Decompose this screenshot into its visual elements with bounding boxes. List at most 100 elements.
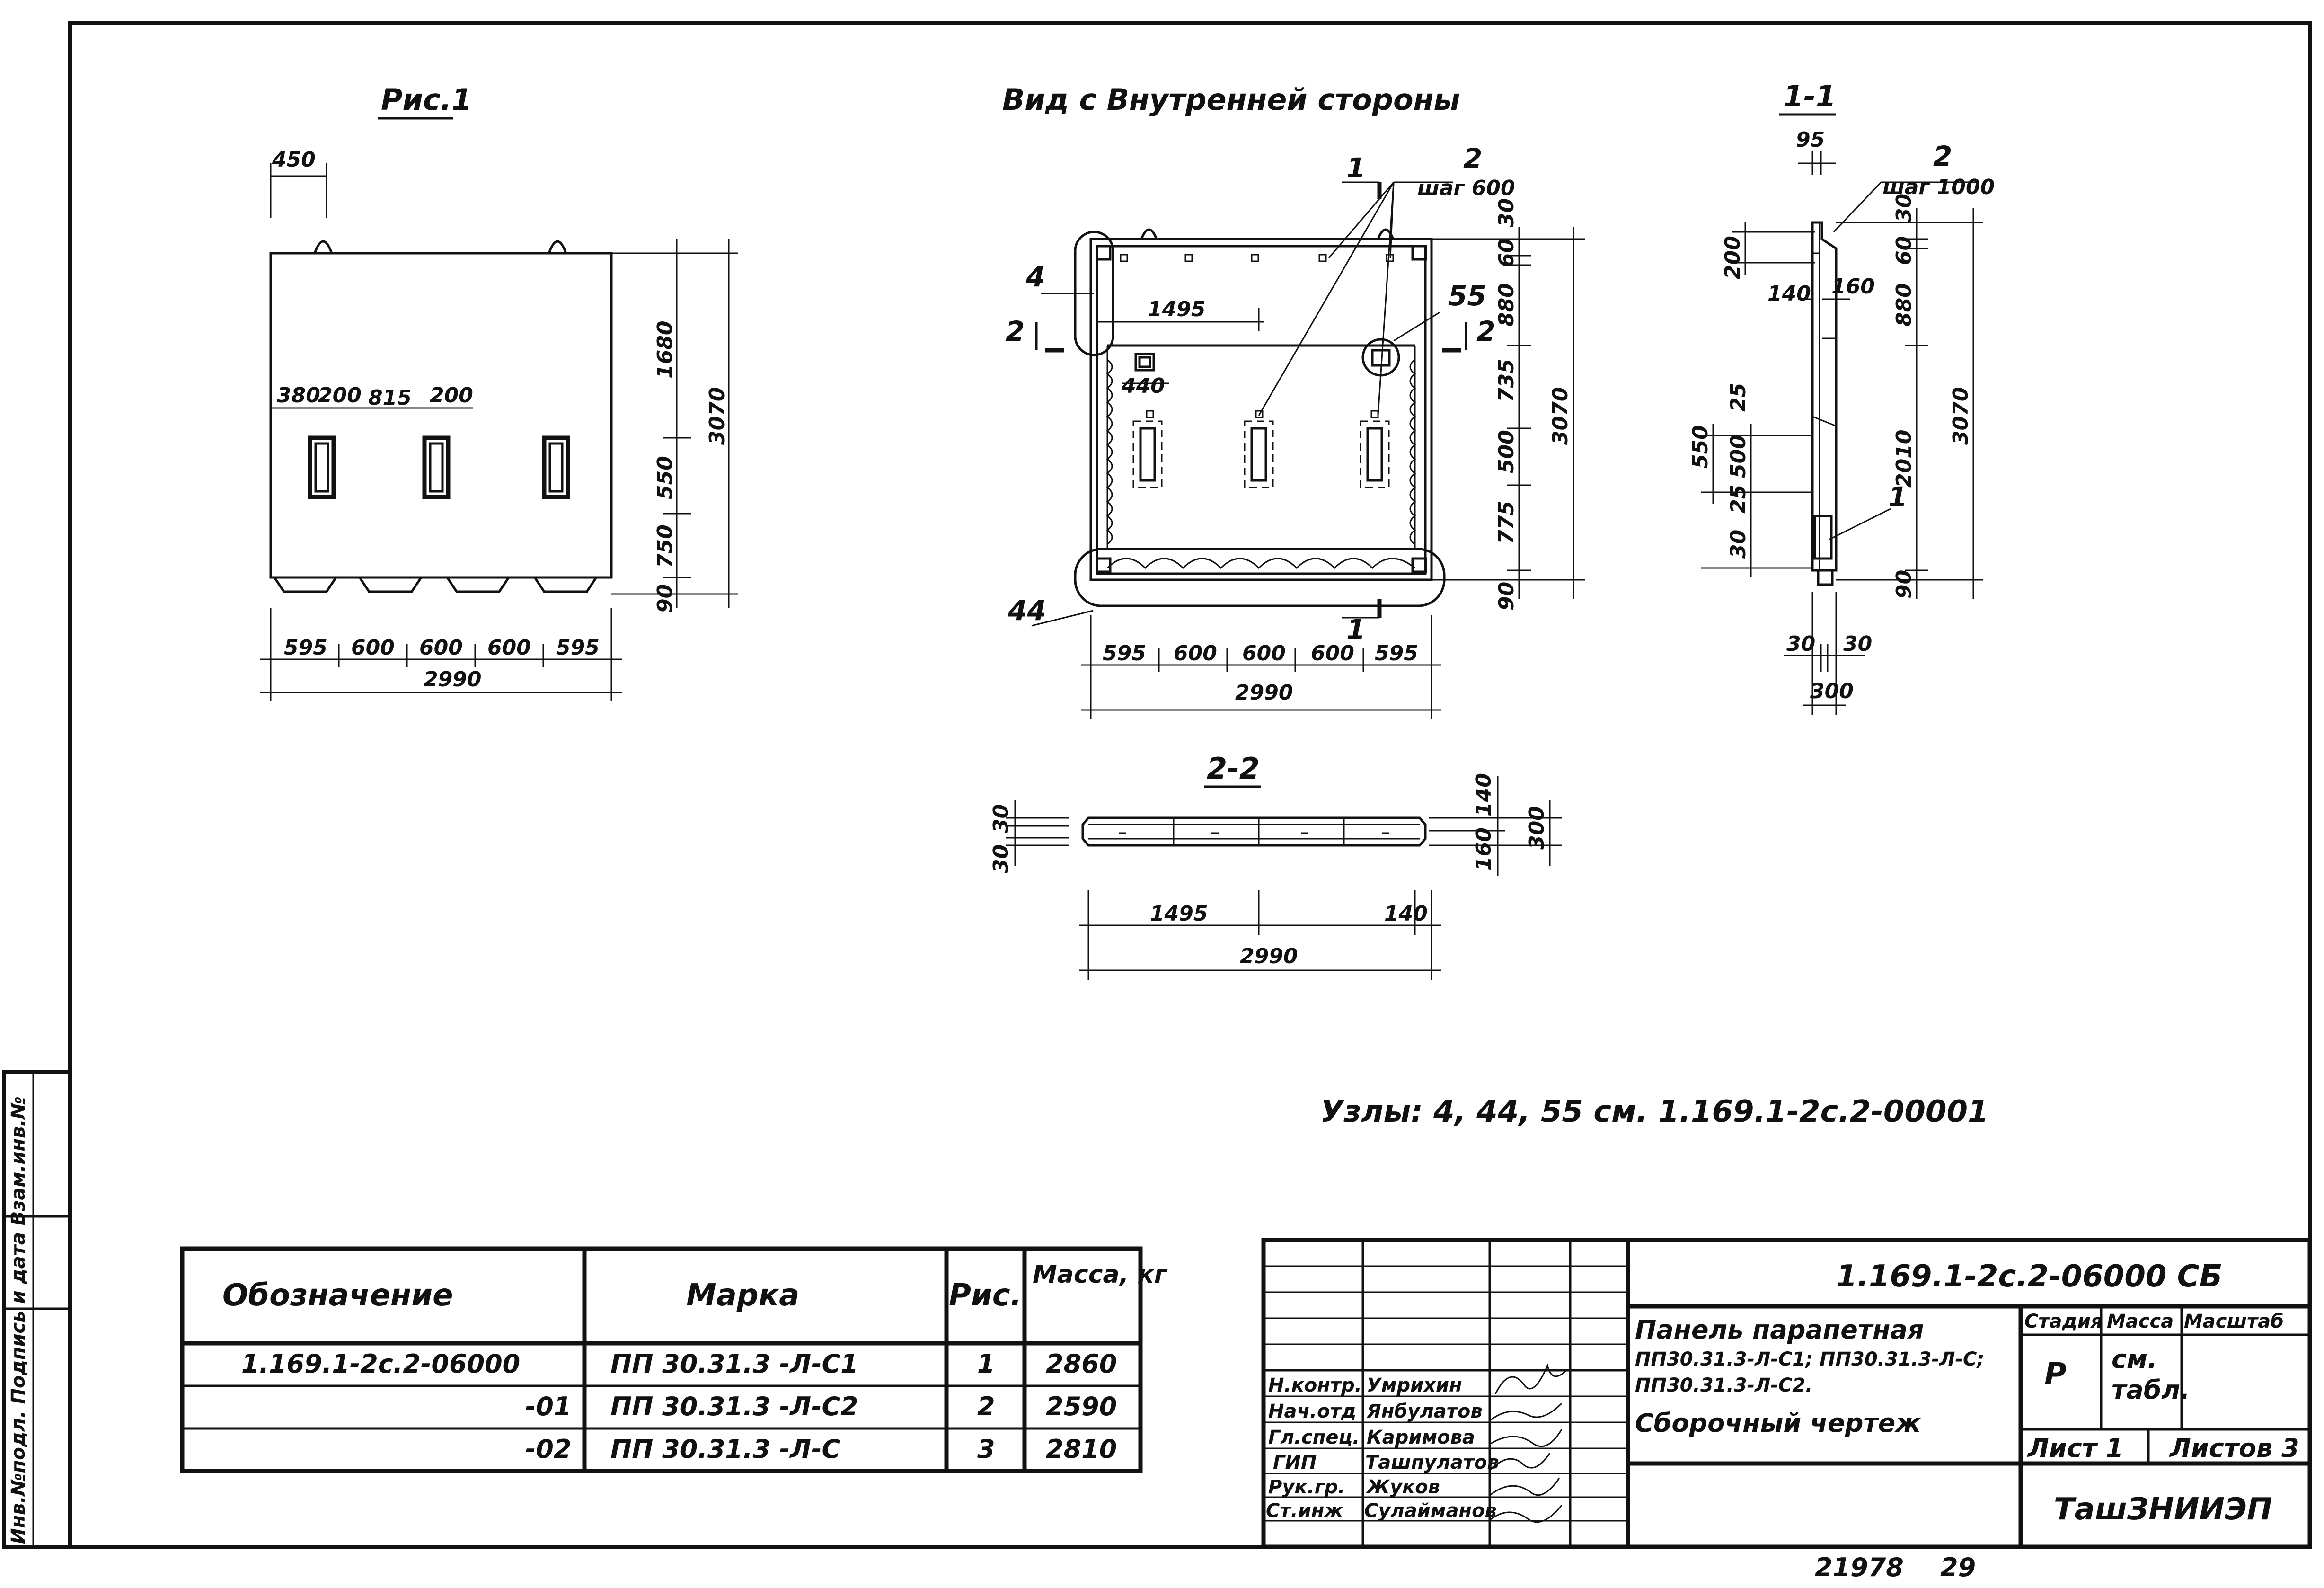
name-3: Каримова (1367, 1427, 1475, 1448)
row3-designation: -02 (525, 1434, 572, 1464)
fig1-dim-450: 450 (272, 148, 316, 172)
row1-mark: ПП 30.31.3 -Л-С1 (610, 1349, 858, 1379)
front-dim-r735: 735 (1494, 359, 1519, 402)
front-marker-2-left: 2 (1006, 315, 1025, 347)
sheet-label: Лист 1 (2027, 1433, 2123, 1463)
sec11-dim-25a: 25 (1726, 383, 1750, 412)
role-6: Ст.инж (1266, 1500, 1343, 1522)
row3-mark: ПП 30.31.3 -Л-С (610, 1434, 841, 1464)
front-dim-r880: 880 (1494, 283, 1519, 327)
fig1-view: Рис.1 450 380 200 815 200 1680 (260, 82, 738, 701)
sec22-dim-140: 140 (1384, 902, 1428, 926)
front-dim-440: 440 (1121, 374, 1165, 398)
fig1-dim-750: 750 (653, 524, 677, 568)
role-5: Рук.гр. (1268, 1476, 1345, 1498)
row1-mass: 2860 (1046, 1349, 1117, 1379)
table-row: -01 ПП 30.31.3 -Л-С2 2 2590 (525, 1392, 1117, 1421)
front-dim-b1: 595 (1103, 641, 1146, 665)
fig1-dim-90: 90 (653, 584, 677, 613)
fig1-dim-2990: 2990 (424, 667, 481, 692)
front-dim-3070: 3070 (1548, 387, 1573, 445)
role-4: ГИП (1273, 1452, 1317, 1473)
front-dim-b3: 600 (1242, 641, 1286, 665)
sec11-dim-140: 140 (1767, 282, 1811, 306)
sec11-dim-r60: 60 (1892, 236, 1916, 265)
front-dim-b2: 600 (1174, 641, 1217, 665)
sheet-frame (68, 21, 2312, 1549)
fig1-dim-200a: 200 (318, 383, 362, 408)
front-dim-r30: 30 (1494, 198, 1519, 227)
footer-number: 21978 (1815, 1553, 1904, 1582)
fig1-dim-b1: 595 (284, 636, 327, 660)
sec11-dim-b30a: 30 (1786, 632, 1815, 656)
front-marker-1-top: 1 (1346, 152, 1365, 184)
front-step-600: шаг 600 (1417, 176, 1515, 200)
sec22-dim-2990: 2990 (1240, 944, 1298, 968)
doc-code: 1.169.1-2с.2-06000 СБ (1836, 1259, 2222, 1294)
fig1-dim-b3: 600 (419, 636, 463, 660)
front-view: Вид с Внутренней стороны (1002, 82, 1585, 719)
row1-fig: 1 (977, 1349, 995, 1379)
sec11-marker-2: 2 (1933, 140, 1952, 172)
fig1-dim-815: 815 (368, 386, 412, 410)
name-line-2: ПП30.31.3-Л-С1; ПП30.31.3-Л-С; (1635, 1348, 1984, 1370)
title-block: Н.контр. Нач.отд Гл.спец. ГИП Рук.гр. Ст… (1261, 1238, 2312, 1549)
sec11-dim-30: 30 (1726, 530, 1750, 559)
stage-value: Р (2044, 1357, 2067, 1392)
sec22-dim-1495: 1495 (1150, 902, 1208, 926)
sec11-dim-b300: 300 (1810, 679, 1854, 703)
section11-title: 1-1 (1783, 79, 1836, 114)
spec-header-mark: Марка (686, 1278, 799, 1313)
sec22-dim-l30a: 30 (989, 804, 1013, 833)
fig1-dim-3070: 3070 (705, 387, 729, 445)
table-row: 1.169.1-2с.2-06000 ПП 30.31.3 -Л-С1 1 28… (241, 1349, 1117, 1379)
section22-title: 2-2 (1207, 751, 1260, 786)
front-marker-2: 2 (1463, 142, 1482, 175)
mass-value-1: см. (2112, 1344, 2157, 1374)
sheets-label: Листов 3 (2169, 1433, 2299, 1463)
fig1-dim-1680: 1680 (653, 321, 677, 379)
front-title: Вид с Внутренней стороны (1002, 82, 1460, 117)
sec11-dim-95: 95 (1796, 128, 1825, 152)
fig1-dim-380: 380 (277, 383, 320, 408)
name-line-3: ПП30.31.3-Л-С2. (1635, 1375, 1812, 1396)
name-line-1: Панель парапетная (1635, 1315, 1924, 1345)
front-dim-2990: 2990 (1235, 681, 1293, 705)
mass-value-2: табл. (2112, 1375, 2190, 1405)
nodes-note: Узлы: 4, 44, 55 см. 1.169.1-2с.2-00001 (1320, 1094, 1989, 1129)
fig1-dim-b4: 600 (487, 636, 531, 660)
front-dim-r775: 775 (1494, 501, 1519, 544)
row2-mark: ПП 30.31.3 -Л-С2 (610, 1392, 858, 1421)
spec-header-mass: Масса, кг (1033, 1260, 1168, 1289)
scale-header: Масштаб (2184, 1311, 2284, 1332)
spec-table: Обозначение Марка Рис. Масса, кг 1.169.1… (180, 1246, 1168, 1473)
side-stamp: Инв.№подл. Подпись и дата Взам.инв.№ (2, 1070, 72, 1549)
fig1-dim-550: 550 (653, 456, 677, 499)
table-row: -02 ПП 30.31.3 -Л-С 3 2810 (525, 1434, 1117, 1464)
sec22-dim-l30b: 30 (989, 844, 1013, 873)
name-5: Жуков (1365, 1476, 1440, 1498)
fig1-dim-b5: 595 (556, 636, 600, 660)
sec11-dim-r2010: 2010 (1892, 430, 1916, 488)
row1-designation: 1.169.1-2с.2-06000 (241, 1349, 520, 1379)
front-windows (1132, 420, 1390, 488)
front-marker-1-bot: 1 (1346, 613, 1365, 646)
name-2: Янбулатов (1366, 1401, 1483, 1422)
name-6: Сулайманов (1364, 1500, 1497, 1522)
front-dim-r60: 60 (1494, 239, 1519, 267)
front-marker-2-right: 2 (1476, 315, 1495, 347)
row3-mass: 2810 (1046, 1434, 1117, 1464)
role-3: Гл.спец. (1268, 1427, 1360, 1448)
row3-fig: 3 (977, 1434, 995, 1464)
sec11-dim-500: 500 (1726, 435, 1750, 478)
sec11-dim-160: 160 (1831, 275, 1875, 299)
name-4: Ташпулатов (1365, 1452, 1499, 1473)
front-marker-4: 4 (1025, 261, 1045, 293)
front-dim-b4: 600 (1311, 641, 1354, 665)
section-2-2: 2-2 30 30 140 160 300 1495 (989, 751, 1562, 980)
sec11-marker-1: 1 (1888, 481, 1907, 513)
front-dim-b5: 595 (1375, 641, 1418, 665)
signatures (1490, 1363, 1567, 1523)
spec-header-fig: Рис. (949, 1278, 1022, 1313)
